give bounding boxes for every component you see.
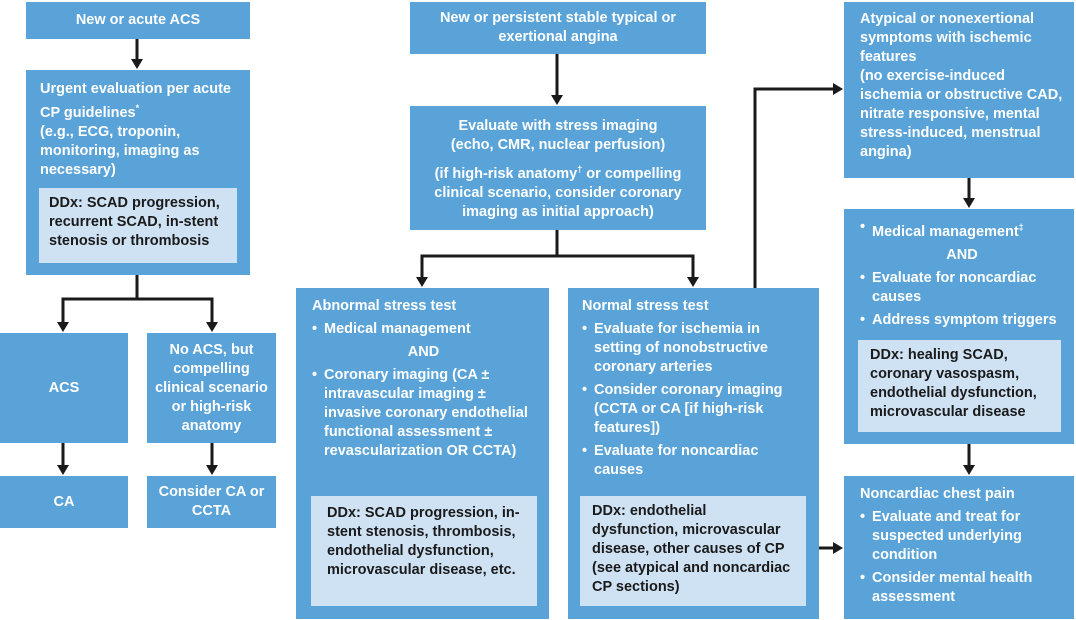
arrow-evaluate-to-abnormal [420,230,559,278]
evaluate-note: (if high-risk anatomy† or compelling cli… [434,164,682,220]
atypical-box: Atypical or nonexertional symptoms with … [844,2,1074,178]
no-acs-box: No ACS, but compelling clinical scenario… [147,333,276,443]
stress-imaging-box: Evaluate with stress imaging (echo, CMR,… [410,106,706,230]
acs-box: New or acute ACS [26,2,250,39]
medical-item: Medical management‡ [860,218,1064,242]
noncardiac-list: Evaluate and treat for suspected underly… [860,508,1064,607]
arrow-urgent-to-acs [61,275,139,323]
arrowhead [963,198,975,208]
acs-title: New or acute ACS [75,12,201,28]
medical-item: Address symptom triggers [860,311,1064,330]
arrowhead [206,465,218,475]
medical-item: Evaluate for noncardiac causes [860,269,1064,307]
normal-title: Normal stress test [582,298,709,314]
arrow-evaluate-to-normal [557,254,695,278]
abnormal-ddx: DDx: SCAD progression, in-stent stenosis… [311,496,537,606]
evaluate-modalities: (echo, CMR, nuclear perfusion) [450,137,666,153]
abnormal-item: Medical management [312,320,535,339]
abnormal-list-2: Coronary imaging (CA ± intravascular ima… [312,366,535,461]
noncardiac-item: Consider mental health assessment [860,569,1064,607]
medical-list-2: Evaluate for noncardiac causes Address s… [860,269,1064,330]
arrowhead [57,465,69,475]
arrowhead [833,83,843,95]
arrowhead [131,59,143,69]
normal-list: Evaluate for ischemia in setting of nono… [582,320,807,480]
medical-and: AND [946,246,978,263]
noncardiac-title: Noncardiac chest pain [860,486,1015,502]
atypical-detail: (no exercise-induced ischemia or obstruc… [860,68,1063,160]
evaluate-title: Evaluate with stress imaging [458,118,658,134]
arrowhead [551,95,563,105]
urgent-ddx: DDx: SCAD progression, recurrent SCAD, i… [39,188,237,263]
acs-result-box: ACS [0,333,128,443]
arrowhead [833,542,843,554]
consider-box: Consider CA or CCTA [147,476,276,528]
ca-box: CA [0,476,128,528]
stable-title: New or persistent stable typical or exer… [439,10,677,45]
urgent-title: Urgent evaluation per acute CP guideline… [40,81,231,121]
abnormal-and: AND [407,344,440,360]
noncardiac-box: Noncardiac chest pain Evaluate and treat… [844,476,1074,619]
arrow-normal-to-atypical [753,87,834,288]
arrowhead [963,465,975,475]
arrowhead [416,277,428,287]
arrowhead [57,322,69,332]
arrow-urgent-to-noacs [137,297,214,323]
ca-label: CA [53,493,75,510]
medical-ddx: DDx: healing SCAD, coronary vasospasm, e… [858,340,1061,432]
normal-item: Evaluate for ischemia in setting of nono… [582,320,807,377]
abnormal-title: Abnormal stress test [312,298,457,314]
abnormal-list: Medical management [312,320,535,339]
arrowhead [206,322,218,332]
medical-list: Medical management‡ [860,218,1064,242]
consider-label: Consider CA or CCTA [158,484,265,519]
arrowhead [687,277,699,287]
no-acs-label: No ACS, but compelling clinical scenario… [155,341,268,434]
noncardiac-item: Evaluate and treat for suspected underly… [860,508,1064,565]
normal-item: Consider coronary imaging (CCTA or CA [i… [582,381,807,438]
urgent-detail: (e.g., ECG, troponin, monitoring, imagin… [40,123,200,178]
normal-item: Evaluate for noncardiac causes [582,442,807,480]
stable-angina-box: New or persistent stable typical or exer… [410,2,706,54]
normal-ddx: DDx: endothelial dysfunction, microvascu… [580,496,806,606]
atypical-title: Atypical or nonexertional symptoms with … [860,11,1035,65]
abnormal-item: Coronary imaging (CA ± intravascular ima… [312,366,535,461]
acs-label: ACS [48,379,80,396]
